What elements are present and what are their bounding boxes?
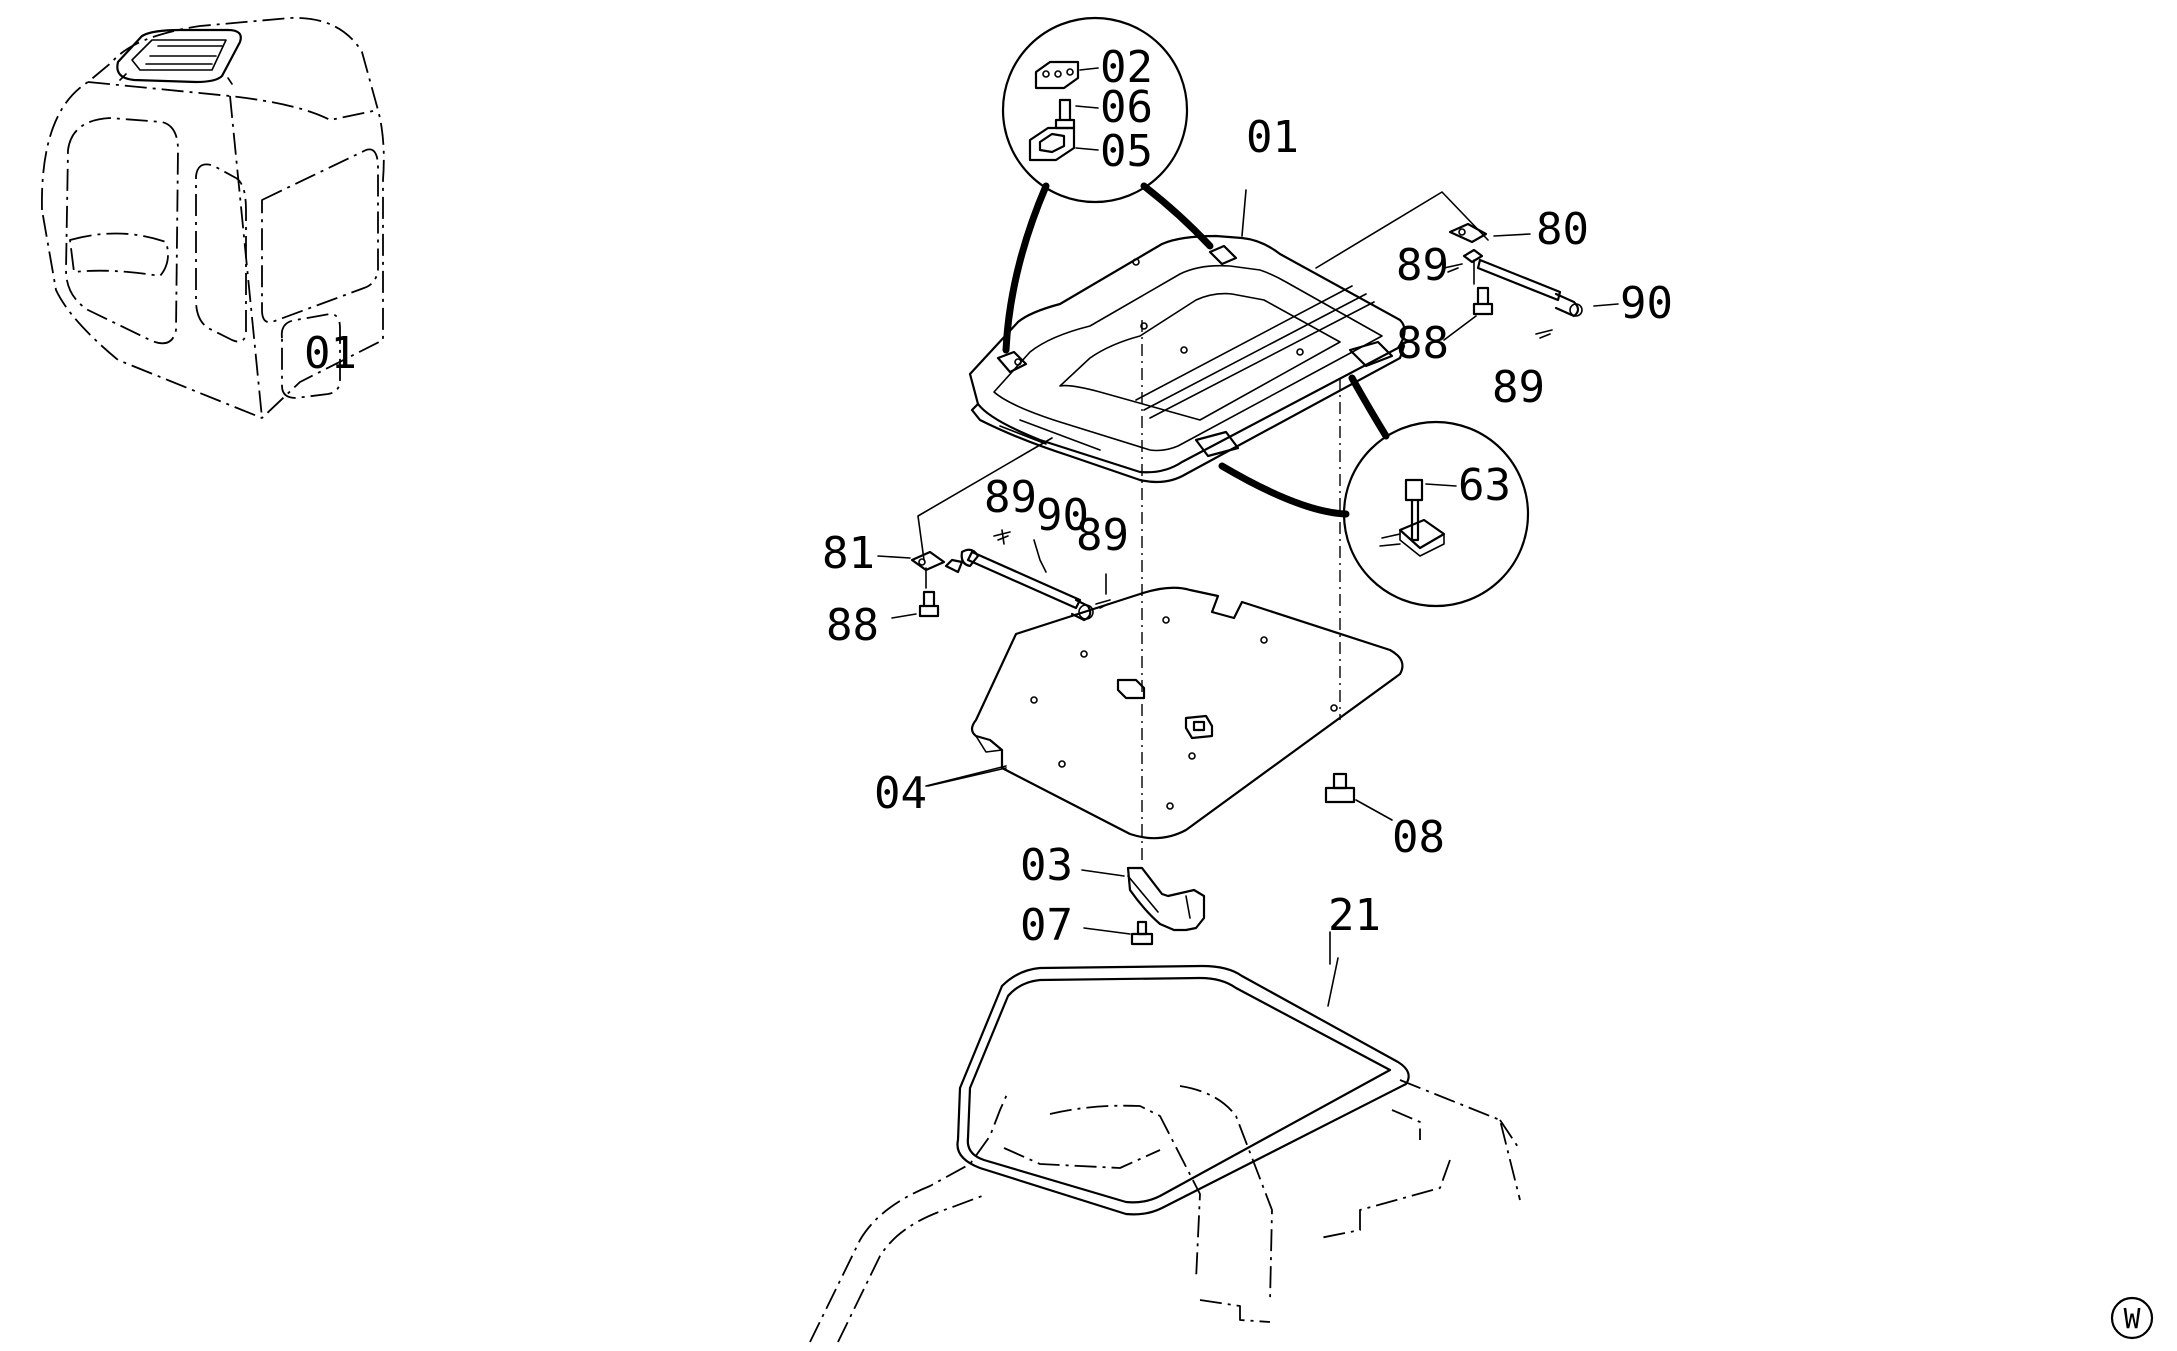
label-89-right-bottom: 89 — [1492, 362, 1545, 413]
cab-overview: 01 — [41, 17, 385, 419]
label-04: 04 — [874, 768, 927, 819]
detail-circle-right — [1218, 374, 1530, 608]
roof-hatch-assembly — [968, 234, 1406, 484]
label-07: 07 — [1020, 900, 1073, 951]
trim-panel — [925, 586, 1404, 840]
part-labels: 01 02 06 05 80 89 90 88 89 63 89 90 89 8… — [822, 42, 1673, 951]
label-03: 03 — [1020, 840, 1073, 891]
cab-roof — [809, 1079, 1521, 1343]
label-02: 02 — [1100, 42, 1153, 93]
label-80: 80 — [1536, 204, 1589, 255]
right-stay-assembly — [1315, 191, 1619, 341]
screw-07 — [1083, 920, 1154, 946]
label-81: 81 — [822, 528, 875, 579]
cab-mark-label: 01 — [304, 328, 357, 379]
label-21: 21 — [1328, 890, 1381, 941]
label-89-left-right: 89 — [1076, 510, 1129, 561]
leader-lines — [927, 189, 1331, 965]
label-63: 63 — [1458, 460, 1511, 511]
label-08: 08 — [1392, 812, 1445, 863]
label-90-right: 90 — [1620, 278, 1673, 329]
label-06: 06 — [1100, 82, 1153, 133]
label-88-left: 88 — [826, 600, 879, 651]
handle-03 — [1081, 866, 1206, 932]
label-05: 05 — [1100, 126, 1153, 177]
left-stay-assembly — [877, 437, 1111, 622]
label-89-right-top: 89 — [1396, 240, 1449, 291]
label-90-left: 90 — [1036, 490, 1089, 541]
label-01: 01 — [1246, 112, 1299, 163]
nut-08 — [1324, 772, 1393, 821]
label-89-left-top: 89 — [984, 472, 1037, 523]
corner-mark-letter: W — [2124, 1302, 2141, 1335]
detail-circle-top — [1001, 16, 1214, 354]
label-88-right: 88 — [1396, 318, 1449, 369]
corner-mark: W — [2110, 1296, 2154, 1340]
